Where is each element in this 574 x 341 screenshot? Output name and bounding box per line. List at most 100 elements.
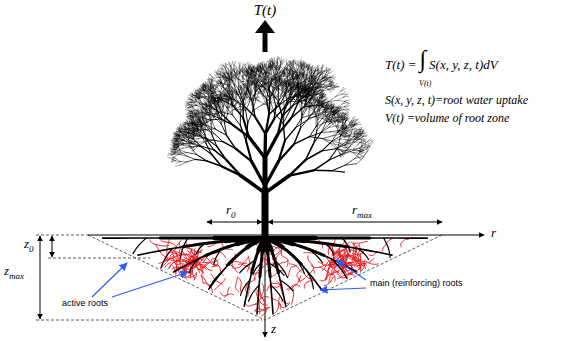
tree-branch — [216, 84, 218, 88]
tree-branch — [267, 65, 269, 69]
tree-branch — [279, 73, 281, 76]
tree-branch — [205, 82, 208, 85]
tree-branch — [327, 77, 330, 80]
tree-branch — [171, 140, 176, 141]
tree-branch — [326, 85, 331, 88]
tree-branch — [194, 97, 199, 99]
tree-branch — [237, 71, 238, 75]
tree-branch — [196, 93, 200, 95]
tree-branch — [173, 154, 178, 158]
tree-branch — [341, 87, 344, 91]
tree-branch — [171, 150, 175, 152]
tree-branch — [175, 133, 179, 136]
tree-branch — [334, 85, 339, 87]
tree-branch — [212, 87, 215, 89]
tree-branch — [217, 82, 221, 83]
tree-branch — [266, 83, 271, 92]
tree-branch — [293, 65, 295, 71]
tree-branch — [312, 70, 314, 73]
tree-branch — [344, 106, 349, 107]
tree-branch — [259, 72, 263, 74]
tree-branch — [265, 119, 274, 134]
tree-branch — [270, 76, 271, 79]
tree-branch — [187, 102, 191, 104]
tree-branch — [170, 148, 174, 149]
tree-branch — [281, 76, 283, 80]
tree-branch — [224, 79, 226, 84]
tree-branch — [266, 78, 268, 80]
tree-branch — [238, 94, 243, 105]
tree-branch — [296, 68, 300, 72]
tree-branch — [285, 66, 288, 69]
tree-branch — [233, 75, 236, 77]
tree-branch — [336, 94, 342, 96]
tree-branch — [208, 79, 212, 80]
tree-branch — [321, 71, 324, 75]
tree-branch — [221, 65, 225, 69]
tree-branch — [243, 64, 246, 67]
tree-branch — [206, 93, 213, 97]
depth-guide — [48, 258, 150, 259]
tree-branch — [315, 71, 318, 77]
tree-branch — [179, 152, 187, 154]
tree-branch — [212, 82, 213, 87]
tree-branch — [312, 74, 314, 78]
tree-branch — [232, 88, 238, 94]
tree-branch — [212, 154, 222, 166]
tree-branch — [168, 153, 172, 154]
rmax-dimension — [268, 222, 442, 223]
tree-branch — [170, 149, 174, 151]
tree-branch — [210, 95, 214, 97]
tree-branch — [232, 76, 235, 78]
tree-branch — [300, 62, 301, 66]
tree-branch — [207, 81, 208, 85]
tree-branch — [206, 86, 209, 90]
tree-branch — [229, 79, 234, 85]
tree-branch — [210, 90, 213, 96]
tree-branch — [267, 77, 269, 80]
tree-branch — [254, 75, 258, 80]
tree-branch — [233, 67, 234, 71]
tree-branch — [239, 81, 243, 83]
tree-branch — [291, 75, 293, 79]
tree-branch — [202, 86, 205, 88]
tree-branch — [225, 79, 228, 81]
tree-branch — [307, 69, 309, 76]
tree-branch — [267, 61, 270, 64]
tree-branch — [190, 107, 193, 110]
tree-branch — [176, 162, 181, 164]
tree-branch — [280, 72, 284, 74]
tree-branch — [222, 115, 233, 126]
tree-branch — [343, 103, 348, 104]
tree-branch — [306, 64, 308, 68]
tree-branch — [209, 77, 213, 79]
tree-branch — [196, 154, 207, 161]
tree-branch — [188, 98, 192, 100]
tree-branch — [268, 66, 270, 70]
tree-branch — [218, 80, 221, 83]
tree-branch — [337, 100, 344, 102]
tree-branch — [293, 60, 294, 65]
tree-branch — [311, 75, 314, 78]
tree-branch — [252, 65, 254, 69]
tree-branch — [171, 161, 175, 162]
tree-branch — [276, 73, 279, 76]
tree-branch — [176, 165, 181, 166]
tree-branch — [316, 78, 323, 83]
tree-branch — [188, 110, 191, 112]
tree-branch — [248, 78, 253, 80]
tree-branch — [292, 60, 294, 65]
tree-branch — [311, 67, 315, 70]
tree-branch — [314, 75, 317, 80]
tree-branch — [331, 82, 335, 85]
tree-branch — [210, 95, 213, 97]
tree-branch — [337, 97, 343, 100]
tree-branch — [342, 92, 346, 95]
tree-branch — [260, 68, 264, 71]
tree-branch — [290, 61, 293, 66]
tree-branch — [290, 71, 292, 75]
tree-branch — [250, 66, 251, 71]
zmax-dimension — [40, 236, 41, 319]
tree-branch — [193, 97, 197, 101]
tree-branch — [232, 73, 233, 77]
